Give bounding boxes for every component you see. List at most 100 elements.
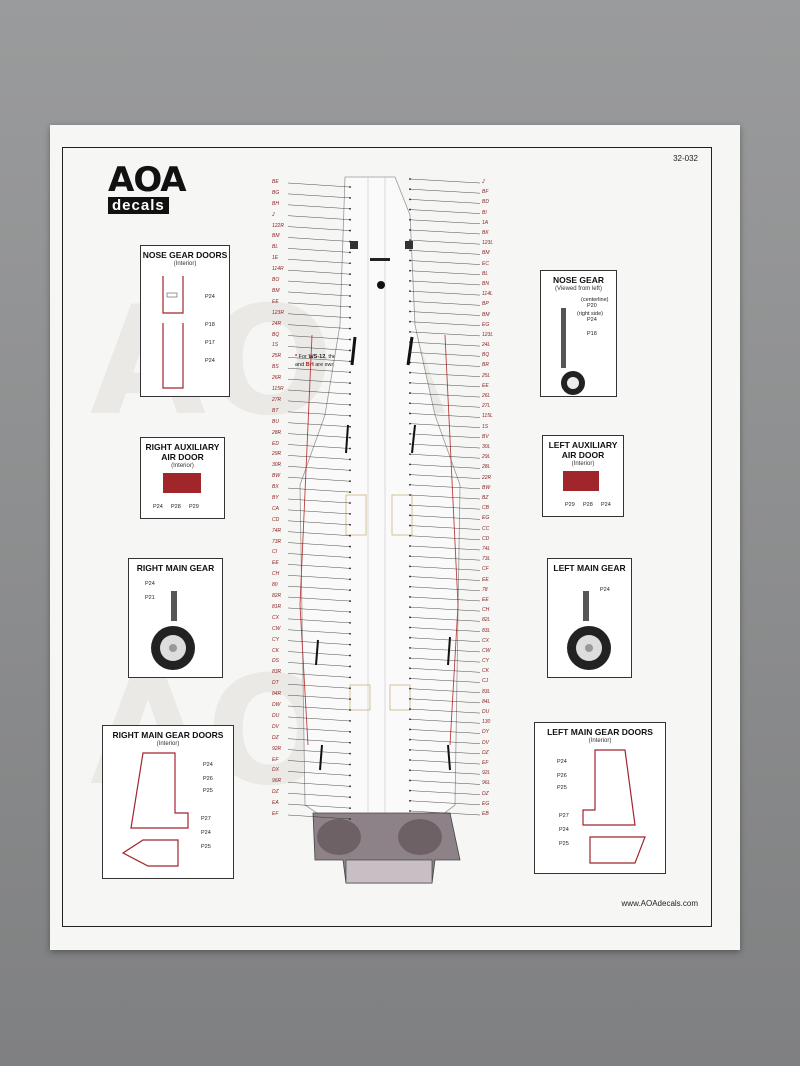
- panel-title: LEFT AUXILIARY AIR DOOR: [548, 440, 618, 460]
- callout-anchor-dot: [349, 382, 351, 385]
- part-label: P18: [205, 322, 215, 328]
- callout-anchor-dot: [409, 320, 411, 323]
- callout-leader-right: [409, 504, 481, 510]
- note-code2: BH: [305, 362, 314, 368]
- callout-leader-right: [409, 454, 481, 459]
- callout-label-right: DZ: [482, 790, 489, 797]
- callout-anchor-dot: [349, 316, 351, 319]
- callout-label-right: DV: [482, 739, 489, 746]
- part-label: P28: [583, 502, 593, 508]
- callout-leader-right: [409, 290, 481, 296]
- callout-anchor-dot: [349, 643, 351, 646]
- callout-label-left: 26R: [272, 375, 282, 382]
- callout-leader-right: [409, 647, 481, 653]
- callout-leader-left: [287, 694, 351, 700]
- panel-subtitle: (Interior): [571, 461, 595, 467]
- callout-label-left: BT: [272, 407, 279, 414]
- callout-anchor-dot: [409, 616, 411, 619]
- callout-label-right: 29L: [482, 454, 491, 461]
- callout-label-right: BQ: [482, 352, 490, 359]
- callout-anchor-dot: [349, 545, 351, 548]
- callout-anchor-dot: [349, 404, 351, 406]
- callout-label-left: EF: [272, 811, 279, 817]
- callout-leader-right: [409, 352, 481, 357]
- left-main-gear-doors-drawing: [582, 749, 646, 864]
- callout-label-left: CI: [272, 549, 277, 556]
- callout-anchor-dot: [409, 239, 411, 242]
- callout-anchor-dot: [409, 504, 411, 507]
- callout-leader-right: [409, 331, 481, 337]
- callout-label-right: 115L: [482, 413, 493, 420]
- part-label: P24: [201, 830, 211, 836]
- part-label: (right side): [577, 311, 603, 317]
- callout-anchor-dot: [349, 273, 351, 276]
- panel-left-aux-door: LEFT AUXILIARY AIR DOOR (Interior) P29 P…: [542, 435, 624, 517]
- callout-anchor-dot: [409, 361, 411, 364]
- callout-anchor-dot: [349, 709, 351, 711]
- callout-anchor-dot: [349, 393, 351, 395]
- callout-label-right: 28L: [482, 464, 491, 471]
- callout-leader-left: [287, 585, 351, 591]
- left-main-gear-drawing: [567, 591, 611, 670]
- callout-leader-left: [287, 716, 351, 722]
- callout-anchor-dot: [409, 596, 411, 598]
- callout-anchor-dot: [349, 600, 351, 602]
- callout-leader-right: [409, 719, 481, 724]
- callout-leader-right: [409, 749, 481, 755]
- callout-anchor-dot: [349, 632, 351, 635]
- callout-label-right: BK: [482, 229, 489, 236]
- callout-label-right: BP: [482, 301, 489, 308]
- part-label: P24: [145, 581, 155, 587]
- callout-label-right: EG: [482, 321, 490, 328]
- callout-label-right: BW: [482, 484, 491, 491]
- callout-label-right: BV: [482, 433, 489, 440]
- callout-anchor-dot: [349, 491, 351, 494]
- callout-leader-right: [409, 535, 481, 540]
- callout-leader-right: [409, 698, 481, 704]
- callout-leader-right: [409, 576, 481, 581]
- callout-label-left: BU: [272, 418, 279, 425]
- callout-anchor-dot: [409, 606, 411, 609]
- callout-leader-right: [409, 770, 481, 775]
- callout-leader-left: [287, 193, 351, 199]
- panel-nose-gear: NOSE GEAR (Viewed from left) (centerline…: [540, 270, 617, 397]
- callout-label-right: EC: [482, 260, 489, 267]
- callout-leader-right: [409, 515, 481, 520]
- panel-subtitle: (Interior): [156, 741, 180, 747]
- callout-leader-left: [287, 346, 351, 351]
- callout-label-left: 122R: [272, 222, 284, 229]
- callout-leader-left: [287, 466, 351, 471]
- callout-anchor-dot: [409, 178, 411, 180]
- callout-label-left: EF: [272, 756, 279, 763]
- part-label: P25: [203, 788, 213, 794]
- callout-anchor-dot: [349, 338, 351, 341]
- callout-leader-left: [287, 553, 351, 558]
- callout-label-left: BO: [272, 277, 280, 284]
- callout-label-right: BR: [482, 362, 489, 369]
- callout-label-left: BS: [272, 364, 279, 371]
- callout-leader-left: [287, 607, 351, 613]
- callout-label-right: 92L: [482, 770, 491, 777]
- callout-leader-right: [409, 759, 481, 765]
- callout-label-right: CY: [482, 658, 489, 665]
- aux-door-red-panel: [563, 471, 599, 491]
- callout-anchor-dot: [349, 447, 351, 450]
- callout-anchor-dot: [349, 578, 351, 581]
- panel-title: RIGHT MAIN GEAR DOORS: [112, 730, 224, 740]
- callout-label-right: CW: [482, 647, 491, 654]
- part-label: P18: [587, 331, 597, 337]
- callout-label-right: 74L: [482, 545, 491, 552]
- note-prefix: For: [298, 354, 307, 360]
- part-label: P24: [557, 759, 567, 765]
- callout-leader-right: [409, 617, 481, 622]
- part-label: P29: [565, 502, 575, 508]
- callout-leader-right: [409, 199, 481, 204]
- callout-anchor-dot: [409, 708, 411, 710]
- callout-label-left: 1S: [272, 342, 279, 349]
- callout-anchor-dot: [349, 262, 351, 265]
- callout-label-right: 30L: [482, 444, 491, 451]
- callout-leader-right: [409, 372, 481, 377]
- callout-anchor-dot: [409, 483, 411, 486]
- panel-title: RIGHT MAIN GEAR: [136, 563, 215, 573]
- panel-nose-gear-doors: NOSE GEAR DOORS (Interior) P24 P18 P17 P…: [140, 245, 230, 397]
